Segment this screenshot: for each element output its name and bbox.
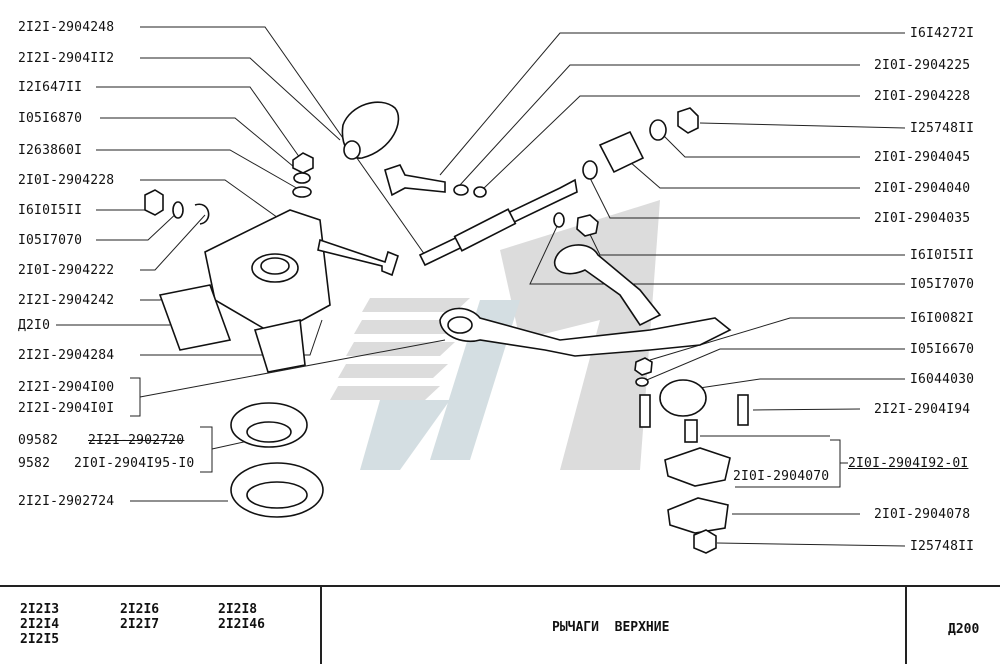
- footer-divider: [320, 585, 322, 664]
- label-part-number: 2I2I-2904242: [18, 293, 115, 308]
- label-part-number: 2I2I-2904248: [18, 20, 115, 35]
- long-bolt-part: [317, 238, 399, 277]
- drawing-code: Д200: [948, 622, 980, 637]
- nut-left-part: [144, 189, 164, 216]
- label-part-number: 2I0I-2904222: [18, 263, 115, 278]
- label-part-number: I6I0082I: [910, 311, 975, 326]
- nut-part: [292, 152, 314, 174]
- label-part-number: I2I647II: [18, 80, 83, 95]
- washer-part: [293, 172, 311, 184]
- plate-lower-part: [667, 497, 729, 534]
- label-part-number: 2I0I-2904040: [874, 181, 971, 196]
- label-part-number: 2I0I-2904228: [874, 89, 971, 104]
- label-part-number: 2I0I-2904I92-0I: [848, 456, 969, 471]
- model-code: 2I2I5: [20, 632, 60, 647]
- plate-part: [664, 447, 731, 487]
- label-part-number: 2I2I-2902724: [18, 494, 115, 509]
- label-part-number: 2I2I-2904I00: [18, 380, 115, 395]
- label-part-number: 2I2I-2904284: [18, 348, 115, 363]
- footer-top-border: [0, 585, 1000, 587]
- parts: [144, 101, 749, 554]
- label-part-number: I6I0I5II: [910, 248, 975, 263]
- model-code: 2I2I4: [20, 617, 60, 632]
- label-part-number: I25748II: [910, 539, 975, 554]
- label-part-number: 2I2I-2904I94: [874, 402, 971, 417]
- footer-divider: [905, 585, 907, 664]
- label-part-number: Д2I0: [18, 318, 51, 333]
- leader-lines: [56, 26, 906, 547]
- model-code: 2I2I3: [20, 602, 60, 617]
- label-part-number: 2I0I-2904225: [874, 58, 971, 73]
- label-part-number: 2I0I-2904035: [874, 211, 971, 226]
- label-part-number: I6I4272I: [910, 26, 975, 41]
- label-part-number: I6I0I5II: [18, 203, 83, 218]
- bushing-part: [598, 130, 645, 174]
- label-part-number: I05I6870: [18, 111, 83, 126]
- label-part-number: 2I2I-2904I0I: [18, 401, 115, 416]
- model-code: 2I2I8: [218, 602, 258, 617]
- label-part-number: 2I2I-2904II2: [18, 51, 115, 66]
- top-bolt-part: [384, 164, 446, 197]
- label-part-number-struck: 2I2I-2902720: [88, 433, 185, 448]
- label-part-number: I05I7070: [910, 277, 975, 292]
- label-part-number: I6044030: [910, 372, 975, 387]
- label-part-number: 2I0I-2904228: [18, 173, 115, 188]
- label-part-number: I05I6670: [910, 342, 975, 357]
- ball-joint-part: [659, 379, 707, 417]
- label-part-number: 9582: [18, 456, 51, 471]
- label-part-number: 2I0I-2904045: [874, 150, 971, 165]
- label-part-number: 2I0I-2904070: [733, 469, 830, 484]
- label-part-number: 09582: [18, 433, 59, 448]
- upper-arm-rear-part: [553, 244, 662, 327]
- label-part-number: I263860I: [18, 143, 83, 158]
- model-code: 2I2I6: [120, 602, 160, 617]
- model-code: 2I2I7: [120, 617, 160, 632]
- label-part-number: 2I0I-2904078: [874, 507, 971, 522]
- upper-arm-part: [439, 307, 732, 357]
- model-code: 2I2I46: [218, 617, 265, 632]
- drawing-title: РЫЧАГИ ВЕРХНИЕ: [552, 620, 670, 635]
- label-part-number: I05I7070: [18, 233, 83, 248]
- label-part-number: 2I0I-2904I95-I0: [74, 456, 195, 471]
- label-part-number: I25748II: [910, 121, 975, 136]
